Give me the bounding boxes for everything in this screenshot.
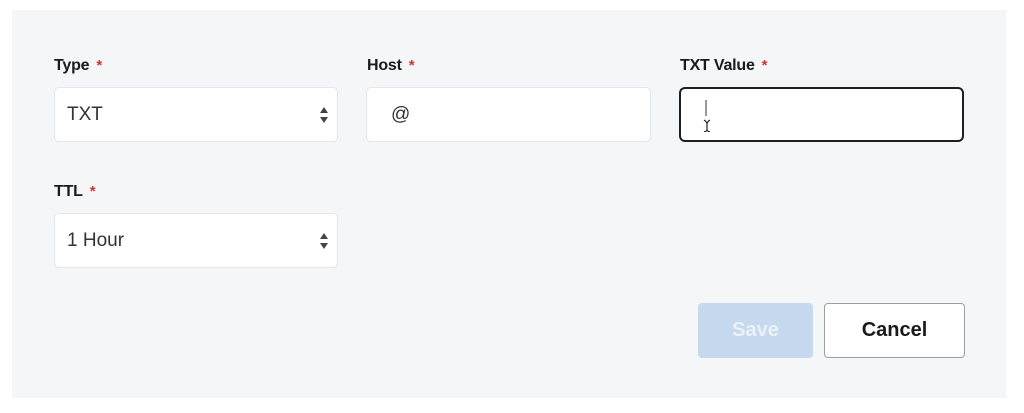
required-asterisk: * xyxy=(408,57,415,74)
ttl-select-value: 1 Hour xyxy=(67,230,125,251)
host-label: Host * xyxy=(367,57,415,75)
text-cursor-icon xyxy=(703,100,711,132)
select-arrows-icon xyxy=(320,233,328,249)
save-button[interactable]: Save xyxy=(698,303,813,358)
host-input-value: @ xyxy=(391,104,411,125)
type-label-text: Type xyxy=(54,57,90,74)
txt-value-label: TXT Value * xyxy=(680,57,768,75)
ttl-label: TTL * xyxy=(54,183,96,201)
required-asterisk: * xyxy=(89,183,96,200)
required-asterisk: * xyxy=(761,57,768,74)
txt-value-input[interactable] xyxy=(679,87,964,142)
required-asterisk: * xyxy=(96,57,102,74)
txt-value-label-text: TXT Value xyxy=(680,57,755,74)
type-label: Type * xyxy=(54,57,102,75)
type-select[interactable]: TXT xyxy=(54,87,338,142)
cancel-button[interactable]: Cancel xyxy=(824,303,965,358)
ttl-label-text: TTL xyxy=(54,183,83,200)
select-arrows-icon xyxy=(320,107,328,123)
ttl-select[interactable]: 1 Hour xyxy=(54,213,338,268)
type-select-value: TXT xyxy=(67,104,103,125)
host-label-text: Host xyxy=(367,57,402,74)
host-input[interactable]: @ xyxy=(366,87,651,142)
